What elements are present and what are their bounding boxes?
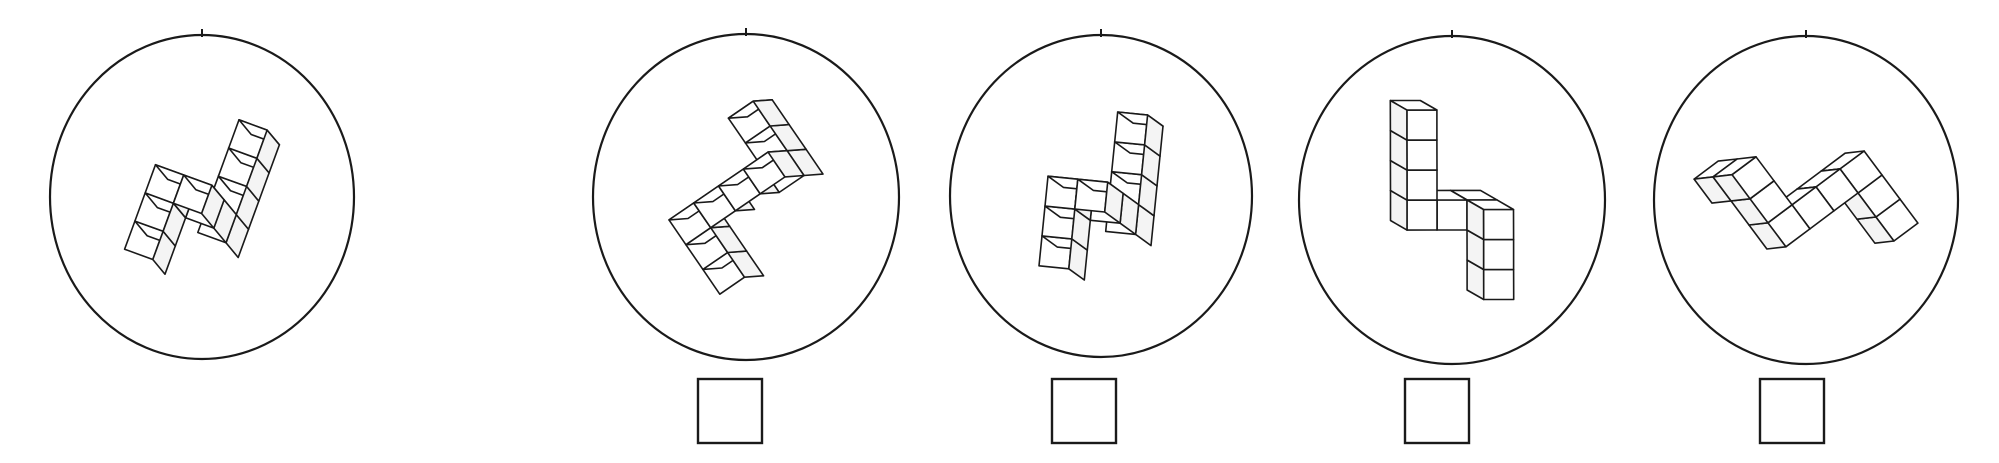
cube-side-face: [752, 99, 790, 127]
cube-side-face: [1466, 199, 1485, 241]
cube-side-face: [200, 184, 225, 229]
target-figure: [48, 29, 356, 361]
cube-front-face: [1406, 109, 1438, 141]
cube-side-face: [1103, 181, 1124, 224]
answer-box-2[interactable]: [1050, 377, 1118, 445]
cube-side-face: [1389, 99, 1408, 141]
answer-box-1[interactable]: [696, 377, 764, 445]
cube-side-face: [1143, 114, 1164, 157]
cube: [134, 192, 187, 247]
cube: [1074, 178, 1124, 224]
option-figure-1: [591, 28, 901, 362]
cube-front-face: [1482, 238, 1515, 271]
cube: [1466, 199, 1515, 241]
cube-front-face: [1482, 268, 1515, 301]
cube-front-face: [1406, 199, 1438, 231]
cube: [1113, 111, 1164, 157]
cube-front-face: [1482, 208, 1515, 241]
answer-box-4[interactable]: [1758, 377, 1826, 445]
cube-front-face: [1406, 169, 1438, 201]
cube: [1389, 99, 1438, 141]
cube-side-face: [767, 149, 805, 178]
cube: [1712, 156, 1775, 202]
option-figure-3: [1297, 30, 1607, 366]
cube: [742, 149, 805, 195]
option-figure-4: [1652, 30, 1960, 366]
cube-front-face: [1406, 139, 1438, 171]
cube: [123, 220, 177, 275]
answer-box-3[interactable]: [1403, 377, 1471, 445]
cube: [727, 99, 790, 144]
cube-side-face: [256, 129, 281, 174]
cube: [172, 174, 225, 229]
cube: [1110, 141, 1161, 187]
cube-side-face: [1712, 173, 1751, 202]
cube: [217, 147, 270, 202]
option-figure-2: [948, 29, 1254, 359]
cube-front-face: [1436, 199, 1468, 231]
cube: [227, 119, 281, 174]
